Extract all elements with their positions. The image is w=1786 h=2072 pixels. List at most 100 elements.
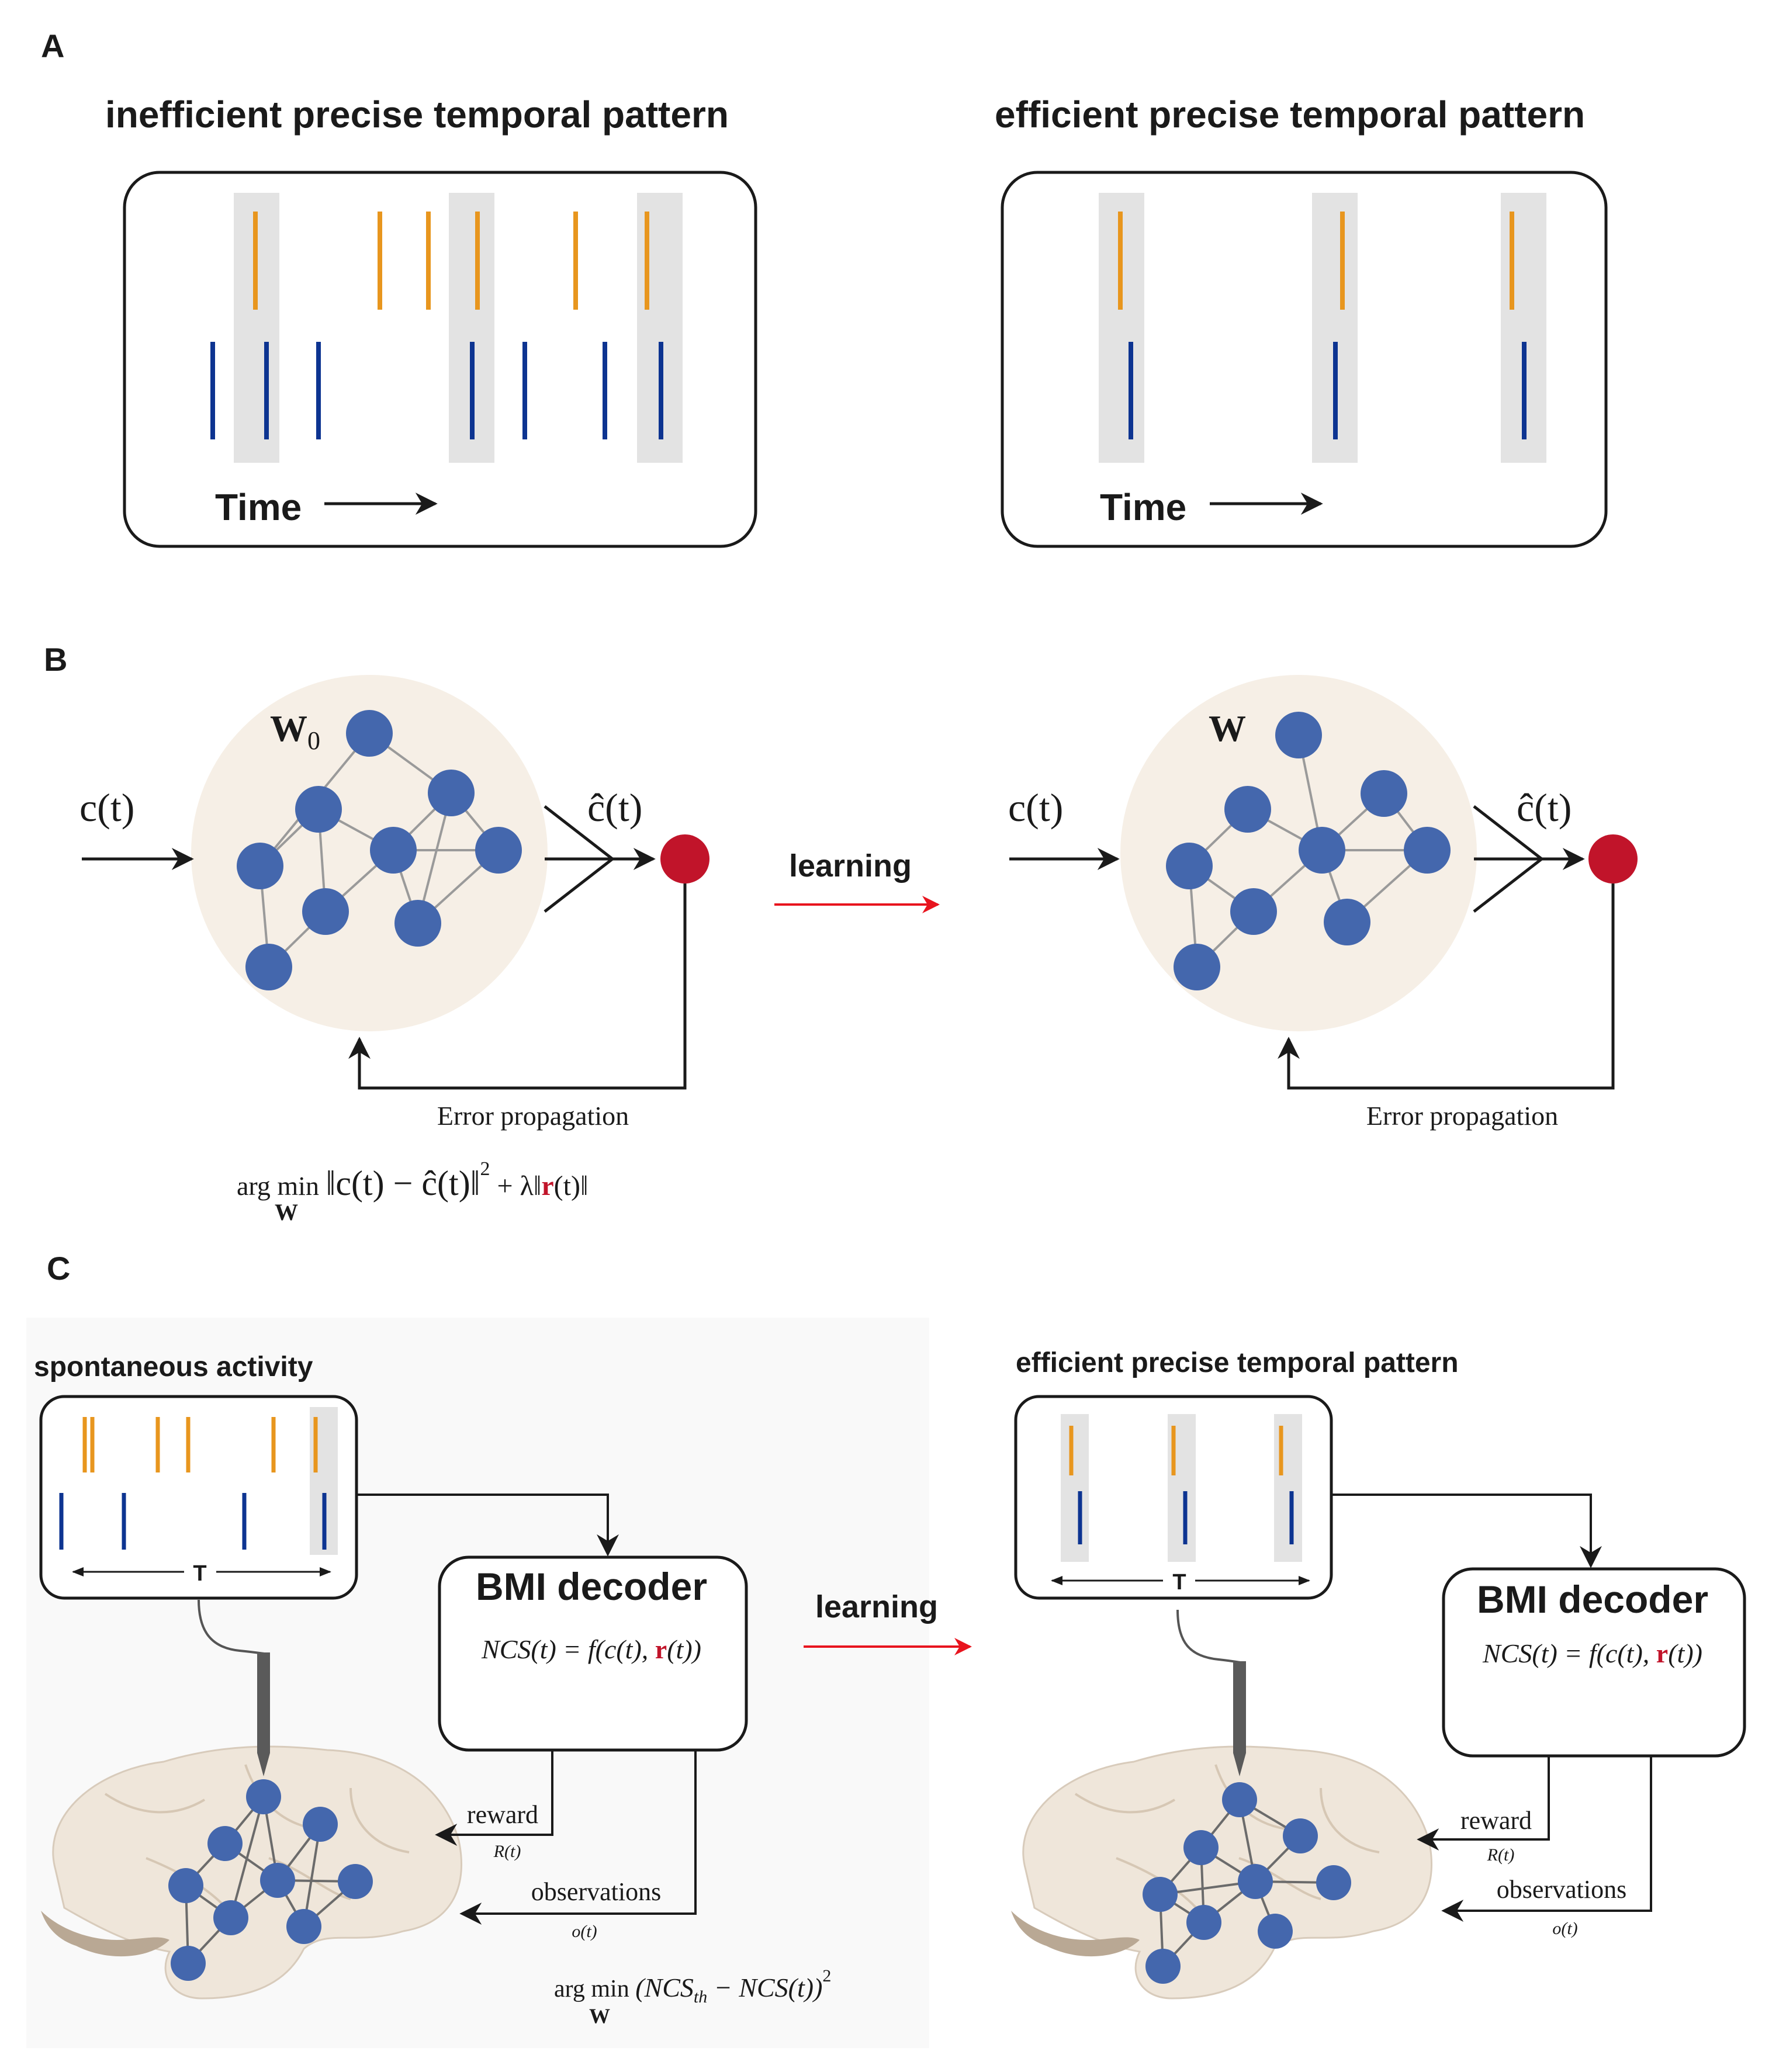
brain-net-left-node-2 xyxy=(207,1826,243,1861)
net-left-node-2 xyxy=(295,786,342,833)
feedback-path-right xyxy=(1278,883,1615,1090)
error-label-left: Error propagation xyxy=(437,1101,629,1131)
brain-right xyxy=(1011,1745,1433,2000)
time-label-right: Time xyxy=(1100,486,1186,528)
feedback-path-left xyxy=(348,883,687,1090)
panel-a-label: A xyxy=(41,27,64,64)
reward-arrow-left xyxy=(435,1750,553,1846)
panel-b-label: B xyxy=(44,641,67,678)
brain-net-left-node-6 xyxy=(338,1864,373,1899)
brain-net-right-node-1 xyxy=(1222,1782,1257,1817)
panel-a-right-title: efficient precise temporal pattern xyxy=(995,93,1585,136)
reward-label-right: reward xyxy=(1460,1806,1532,1835)
brain-left xyxy=(41,1745,463,2000)
decoder-title-right: BMI decoder xyxy=(1477,1578,1708,1621)
spike-raster-c xyxy=(59,1417,1294,1550)
net-left-node-4 xyxy=(237,843,283,889)
network-right xyxy=(1166,712,1451,990)
net-right-node-3 xyxy=(1361,770,1407,817)
brain-net-left-node-3 xyxy=(303,1807,338,1842)
sync-windows-c xyxy=(310,1407,1302,1562)
brain-net-left-node-8 xyxy=(286,1909,321,1944)
net-right-node-6 xyxy=(1404,827,1451,874)
output-node-right xyxy=(1588,834,1638,883)
observations-sub-right: o(t) xyxy=(1552,1919,1577,1938)
network-left xyxy=(237,710,522,990)
output-label-left: ĉ(t) xyxy=(587,785,642,830)
panel-c: C spontaneous activity efficient precise… xyxy=(26,1250,1746,2048)
net-right-node-7 xyxy=(1230,888,1277,935)
objective-b-sub: W xyxy=(275,1199,298,1225)
raster-box-inefficient xyxy=(123,171,757,548)
input-label-right: c(t) xyxy=(1008,785,1063,830)
observations-label-left: observations xyxy=(531,1877,661,1906)
net-left-node-7 xyxy=(302,888,349,935)
reward-sub-left: R(t) xyxy=(493,1842,521,1861)
decoder-title-left: BMI decoder xyxy=(476,1565,707,1608)
w-label: W xyxy=(1209,708,1246,749)
net-right-node-9 xyxy=(1174,944,1220,990)
net-left-node-3 xyxy=(428,770,475,816)
brain-net-right-node-4 xyxy=(1143,1877,1178,1912)
efficient-title-c: efficient precise temporal pattern xyxy=(1016,1347,1459,1378)
net-right-node-1 xyxy=(1275,712,1322,758)
output-label-right: ĉ(t) xyxy=(1517,785,1572,830)
raster-box-spontaneous xyxy=(39,1395,358,1600)
electrode-right xyxy=(1233,1661,1246,1776)
brain-net-right-node-7 xyxy=(1186,1905,1221,1940)
brain-net-left-edge-3 xyxy=(230,1796,265,1918)
output-node-left xyxy=(660,834,709,883)
objective-b: arg min ‖c(t) − ĉ(t)‖2 + λ‖r(t)‖ xyxy=(237,1158,588,1203)
brain-net-left-node-4 xyxy=(168,1868,203,1903)
observations-label-right: observations xyxy=(1497,1875,1626,1904)
learning-label-b: learning xyxy=(789,848,912,883)
panel-a-left-title: inefficient precise temporal pattern xyxy=(105,93,729,136)
panel-a: A inefficient precise temporal pattern e… xyxy=(41,27,1608,548)
brain-net-right-node-2 xyxy=(1183,1830,1219,1865)
observations-arrow-right xyxy=(1441,1756,1652,1922)
net-right-node-8 xyxy=(1324,899,1370,945)
sync-window-c-4 xyxy=(1274,1414,1302,1562)
brain-net-right-node-6 xyxy=(1316,1865,1351,1900)
network-left-background xyxy=(191,675,548,1031)
panel-c-label: C xyxy=(47,1250,70,1287)
brain-net-left-node-5 xyxy=(260,1863,295,1898)
objective-c-sub: W xyxy=(589,2004,610,2028)
reward-sub-right: R(t) xyxy=(1487,1845,1515,1865)
observations-arrow-left xyxy=(459,1750,697,1925)
spike-raster xyxy=(210,212,1527,439)
reward-label-left: reward xyxy=(467,1800,538,1829)
brain-net-right-node-9 xyxy=(1145,1949,1181,1984)
brain-net-right-node-3 xyxy=(1283,1818,1318,1853)
net-right-node-5 xyxy=(1299,827,1345,874)
learning-label-c: learning xyxy=(815,1589,938,1624)
net-left-node-5 xyxy=(370,827,417,874)
electrode-wire-right xyxy=(1176,1609,1241,1664)
observations-sub-left: o(t) xyxy=(572,1922,597,1941)
raster-box-efficient xyxy=(1001,171,1608,548)
ncs-formula-right: NCS(t) = f(c(t), r(t)) xyxy=(1482,1638,1702,1668)
net-left-node-8 xyxy=(394,900,441,947)
t-label-right: T xyxy=(1172,1570,1186,1595)
raster-to-decoder-right xyxy=(1331,1494,1602,1568)
brain-net-right-node-5 xyxy=(1238,1864,1273,1899)
error-label-right: Error propagation xyxy=(1366,1101,1558,1131)
objective-c: arg min (NCSth − NCS(t))2 xyxy=(554,1966,831,2007)
electrode-left xyxy=(257,1652,270,1776)
bmi-decoder-left[interactable] xyxy=(438,1555,748,1752)
net-left-node-1 xyxy=(346,710,393,757)
bmi-decoder-right[interactable] xyxy=(1442,1567,1746,1758)
raster-to-decoder-left xyxy=(356,1494,619,1557)
brain-network-left xyxy=(168,1779,373,1981)
time-label-left: Time xyxy=(215,486,302,528)
net-right-node-2 xyxy=(1224,786,1271,833)
brain-net-left-node-9 xyxy=(171,1946,206,1981)
brain-net-left-node-7 xyxy=(213,1900,248,1935)
sync-window-c-2 xyxy=(1061,1414,1089,1562)
t-label-left: T xyxy=(193,1561,206,1586)
spontaneous-title: spontaneous activity xyxy=(34,1352,313,1383)
input-label-left: c(t) xyxy=(79,785,134,830)
net-left-node-9 xyxy=(245,944,292,990)
panel-b: B W0 c(t) ĉ(t) Error propagation arg min… xyxy=(44,641,1638,1225)
